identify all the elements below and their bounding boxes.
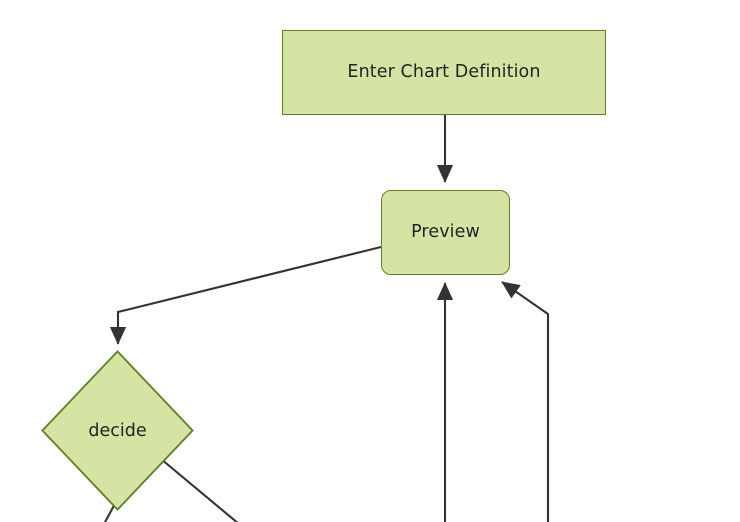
decide-diamond-shape [41, 350, 194, 511]
edge-preview-to-decide [109, 245, 382, 345]
node-label-enter-chart-definition: Enter Chart Definition [347, 62, 541, 82]
node-label-decide: decide [88, 420, 147, 441]
node-enter-chart-definition[interactable]: Enter Chart Definition [282, 30, 606, 115]
node-label-preview: Preview [411, 222, 480, 242]
edge-up-right-to-preview [501, 281, 550, 522]
node-decide[interactable]: decide [41, 350, 194, 511]
node-preview[interactable]: Preview [381, 190, 510, 275]
edge-decide-right-out [160, 458, 239, 522]
